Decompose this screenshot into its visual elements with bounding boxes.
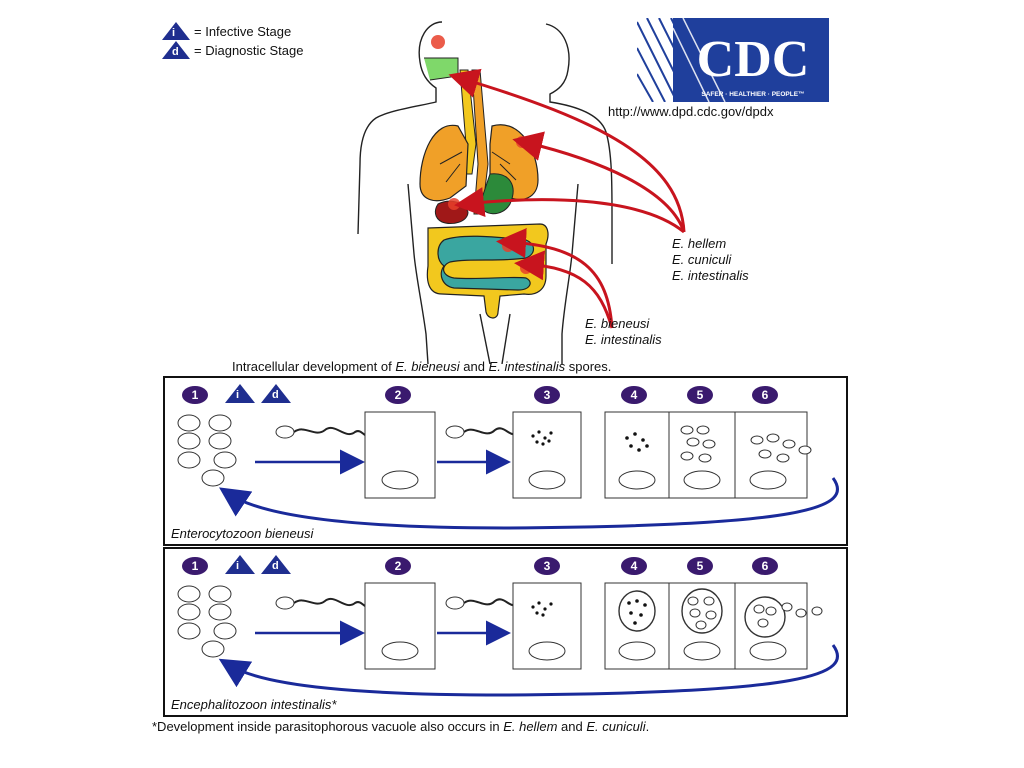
species-label: E. hellem [672, 236, 727, 251]
diagnostic-stage-icon: d [162, 41, 190, 59]
development-caption: Intracellular development of E. bieneusi… [232, 359, 612, 374]
infective-stage-icon: i [225, 555, 255, 574]
species-label: E. intestinalis [585, 332, 662, 347]
infection-arrows [0, 0, 1024, 360]
legend-infective: i = Infective Stage [162, 22, 291, 40]
panel-encephalitozoon: 1 i d 2 3 4 5 6 [163, 547, 848, 717]
infective-stage-icon: i [162, 22, 190, 40]
panel-1-lifecycle-drawing [177, 411, 839, 530]
cdc-url: http://www.dpd.cdc.gov/dpdx [608, 104, 774, 119]
stage-6-marker: 6 [752, 386, 778, 404]
species-label: E. cuniculi [672, 252, 732, 267]
species-label: E. bieneusi [585, 316, 650, 331]
species-label-group2: E. bieneusi E. intestinalis [585, 316, 662, 348]
cdc-logo-text: CDC [697, 31, 810, 88]
stage-5-marker: 5 [687, 386, 713, 404]
stage-2-marker: 2 [385, 386, 411, 404]
stage-3-marker: 3 [534, 557, 560, 575]
cdc-tagline: SAFER · HEALTHIER · PEOPLE™ [701, 91, 804, 98]
cdc-logo: CDC SAFER · HEALTHIER · PEOPLE™ [636, 17, 829, 103]
panel-enterocytozoon: 1 i d 2 3 4 5 6 [163, 376, 848, 546]
legend-diagnostic: d = Diagnostic Stage [162, 41, 303, 59]
panel-2-lifecycle-drawing [177, 582, 839, 697]
stage-1-marker: 1 [182, 386, 208, 404]
stage-5-marker: 5 [687, 557, 713, 575]
species-label: E. intestinalis [672, 268, 749, 283]
legend-diagnostic-label: = Diagnostic Stage [194, 42, 304, 58]
diagnostic-stage-icon: d [261, 555, 291, 574]
stage-3-marker: 3 [534, 386, 560, 404]
stage-2-marker: 2 [385, 557, 411, 575]
panel-1-name: Enterocytozoon bieneusi [171, 526, 314, 541]
species-label-group1: E. hellem E. cuniculi E. intestinalis [672, 236, 749, 284]
stage-4-marker: 4 [621, 386, 647, 404]
diagnostic-stage-icon: d [261, 384, 291, 403]
panel-2-name: Encephalitozoon intestinalis* [171, 697, 337, 712]
stage-1-marker: 1 [182, 557, 208, 575]
stage-4-marker: 4 [621, 557, 647, 575]
footnote: *Development inside parasitophorous vacu… [152, 719, 650, 734]
legend-infective-label: = Infective Stage [194, 23, 292, 39]
stage-6-marker: 6 [752, 557, 778, 575]
infective-stage-icon: i [225, 384, 255, 403]
